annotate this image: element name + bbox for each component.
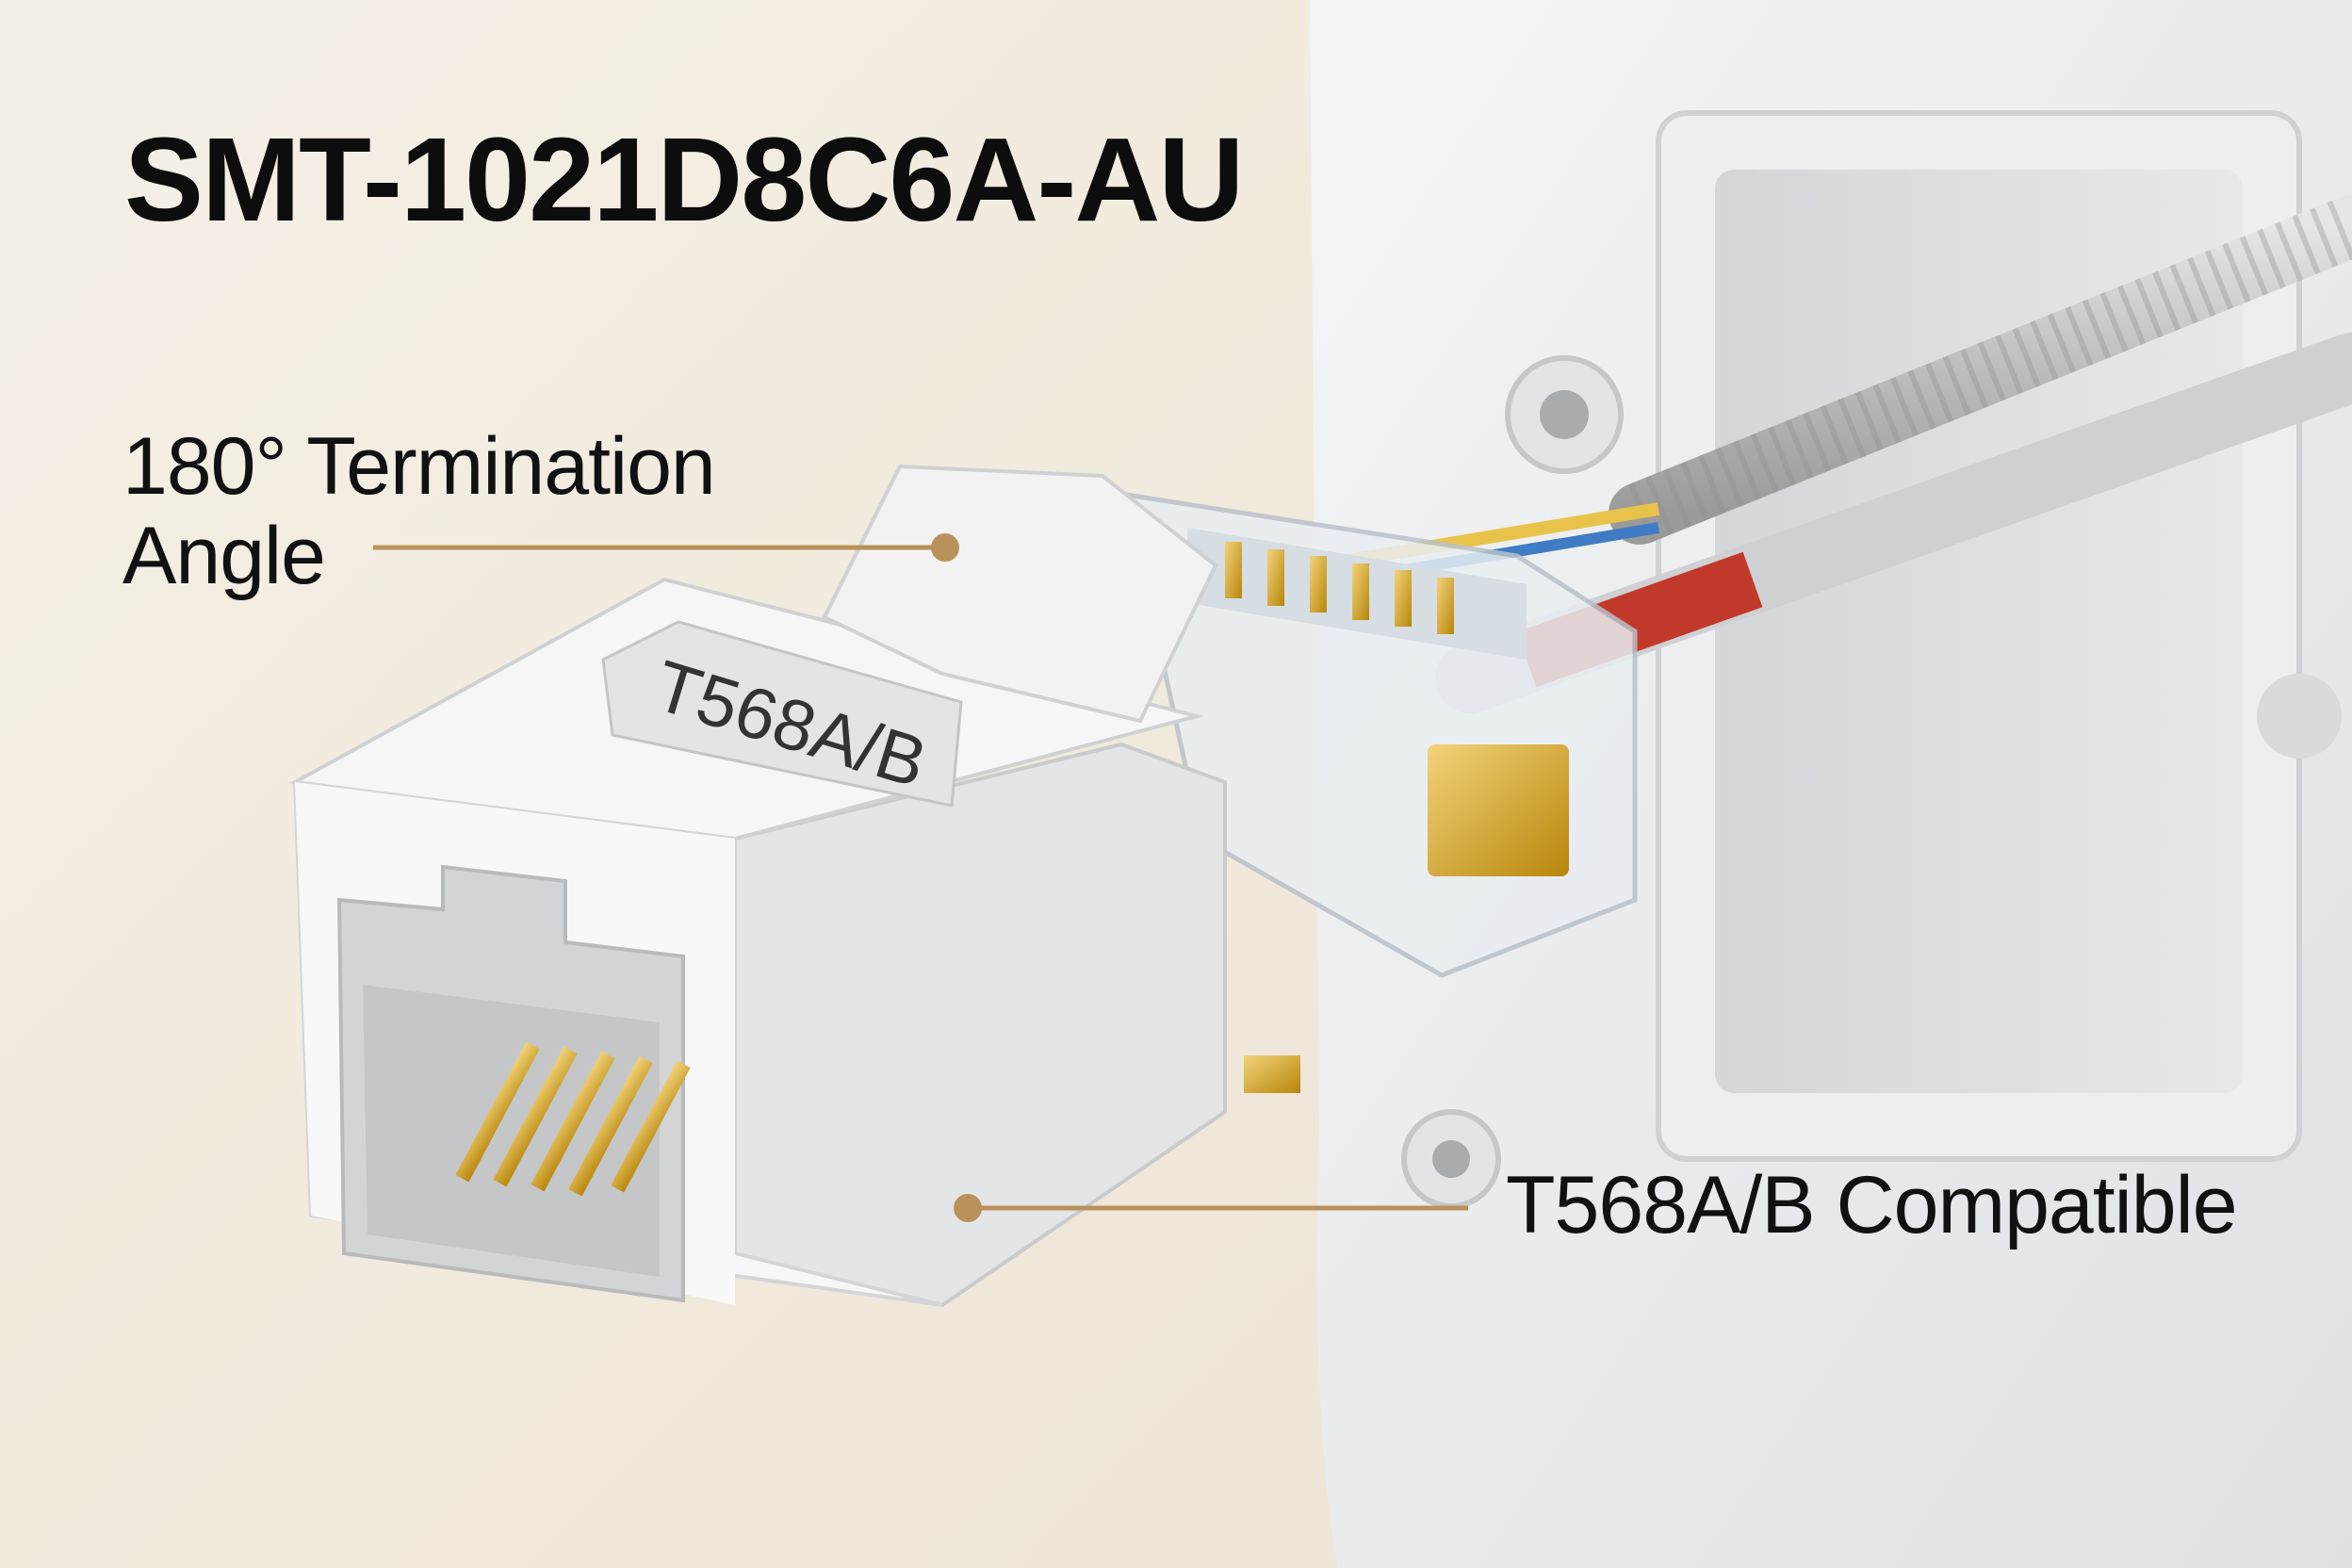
callout-leader-1: [373, 533, 959, 562]
callout-leader-2: [954, 1194, 1468, 1222]
callout-termination-angle: 180° Termination Angle: [122, 421, 716, 601]
rj45-plug: [1122, 491, 1638, 978]
callout-text-line: 180° Termination: [122, 421, 716, 512]
product-model-title: SMT-1021D8C6A-AU: [124, 113, 1244, 246]
callout-text-line: Angle: [122, 511, 326, 601]
callout-compatibility: T568A/B Compatible: [1506, 1160, 2238, 1250]
port-pins: [455, 1041, 691, 1197]
keystone-jack: T568A/B: [288, 464, 1300, 1308]
callout-text-line: T568A/B Compatible: [1506, 1160, 2238, 1250]
